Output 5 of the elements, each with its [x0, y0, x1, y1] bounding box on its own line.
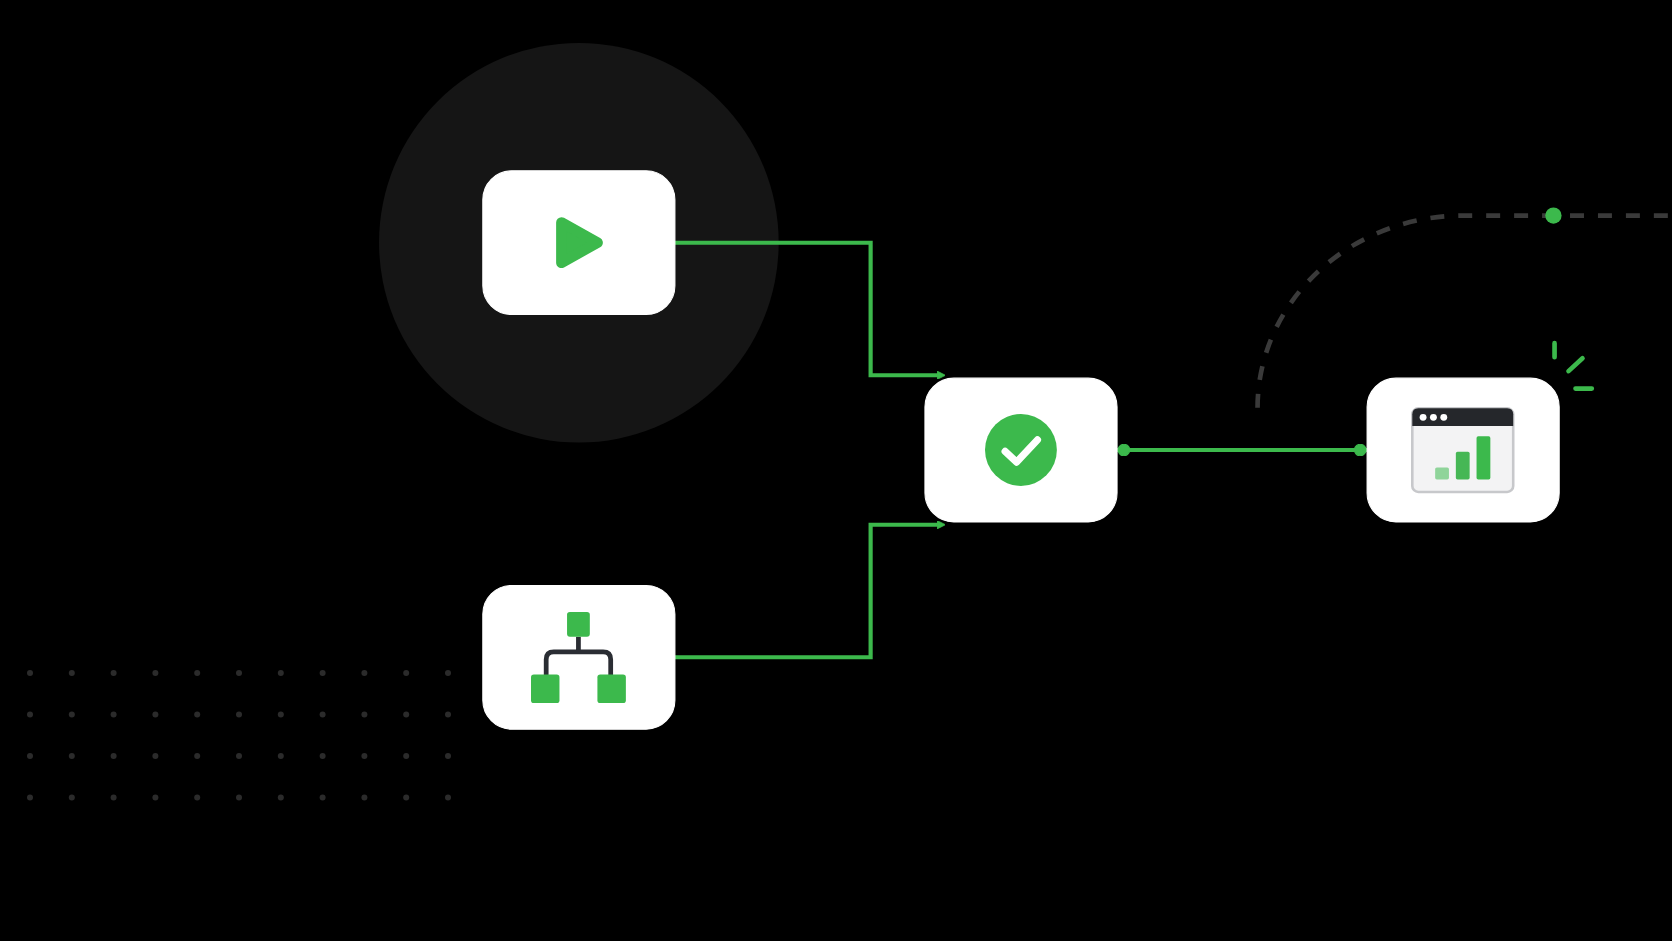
icon-tile: [482, 170, 676, 316]
icon-tile: [482, 584, 676, 730]
connector-line: [1117, 443, 1368, 457]
arrow: [674, 240, 946, 380]
arrow: [674, 520, 946, 660]
